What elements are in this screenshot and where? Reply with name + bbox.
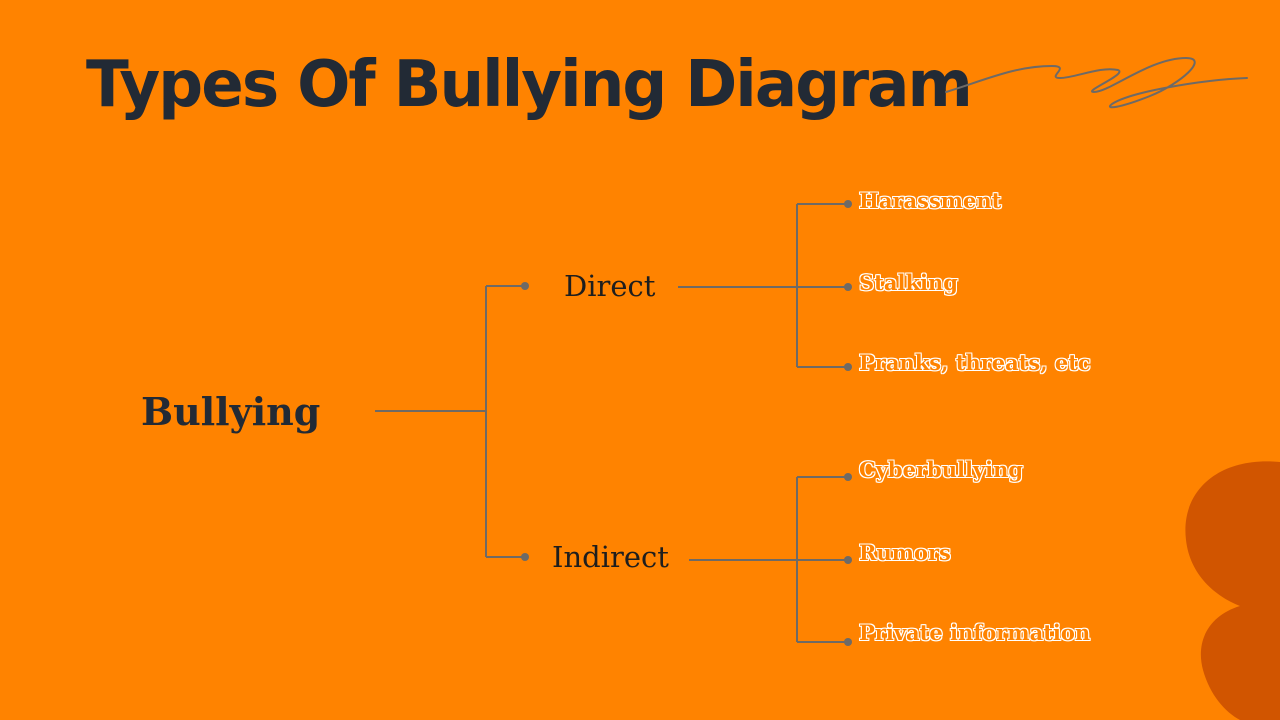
leaf-label-rumors: Rumors <box>859 540 951 565</box>
leaf-label-private-information: Private information <box>859 620 1091 645</box>
slide-title: Types Of Bullying Diagram <box>86 48 973 122</box>
leaf-label-pranks: Pranks, threats, etc <box>859 350 1091 375</box>
corner-blob-decoration <box>1185 461 1280 720</box>
rumors-dot <box>844 556 852 564</box>
pranks-dot <box>844 363 852 371</box>
private-dot <box>844 638 852 646</box>
leaf-label-stalking: Stalking <box>859 270 958 295</box>
stalking-dot <box>844 283 852 291</box>
indirect-dot <box>521 553 529 561</box>
root-node-label: Bullying <box>141 389 321 434</box>
scribble-decoration <box>945 56 1248 109</box>
cyberbullying-dot <box>844 473 852 481</box>
branch-label-indirect: Indirect <box>552 540 669 574</box>
leaf-label-cyberbullying: Cyberbullying <box>859 457 1024 482</box>
branch-label-direct: Direct <box>564 269 656 303</box>
leaf-label-harassment: Harassment <box>859 188 1002 213</box>
harassment-dot <box>844 200 852 208</box>
direct-dot <box>521 282 529 290</box>
